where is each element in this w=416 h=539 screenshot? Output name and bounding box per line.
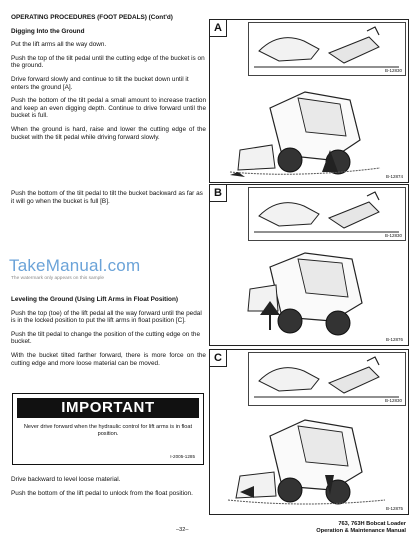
digging-paragraph: When the ground is hard, raise and lower… (11, 125, 206, 141)
loader-illustration-icon (227, 419, 386, 505)
figure-b: B B-12830 B-12876 (209, 184, 409, 346)
watermark-subtitle: The watermark only appears on this sampl… (11, 276, 105, 281)
figure-a: A B-12830 B-12874 (209, 19, 409, 183)
loader-illustration-icon (229, 91, 381, 177)
pedal-inset: B-12830 (248, 187, 406, 241)
page-number: –32– (176, 527, 189, 533)
closing-paragraph: Drive backward to level loose material. (11, 476, 121, 483)
inset-code: B-12830 (384, 398, 402, 403)
closing-section: Drive backward to level loose material. … (11, 476, 206, 497)
important-label: IMPORTANT (17, 398, 199, 418)
pedal-inset: B-12830 (248, 22, 406, 76)
figure-code: B-12876 (385, 337, 403, 342)
pedal-inset: B-12830 (248, 352, 406, 406)
leveling-paragraph: Push the top (toe) of the lift pedal all… (11, 309, 202, 325)
page-header: OPERATING PROCEDURES (FOOT PEDALS) (Cont… (11, 14, 173, 21)
loader-illustration-icon (247, 252, 363, 336)
important-text: Never drive forward when the hydraulic c… (23, 424, 193, 437)
leveling-paragraph: Push the tilt pedal to change the positi… (11, 330, 201, 346)
pedal-illustration-icon (254, 26, 399, 68)
figure-c: C B-12830 B-12875 (209, 349, 409, 515)
digging-subtitle: Digging Into the Ground (11, 27, 85, 35)
inset-code: B-12830 (384, 68, 402, 73)
backward-paragraph: Push the bottom of the tilt pedal to til… (11, 190, 203, 205)
important-code: I-2005-1285 (170, 454, 195, 459)
footer-title: 763, 763H Bobcat Loader Operation & Main… (316, 521, 406, 535)
digging-paragraph: Put the lift arms all the way down. (11, 41, 107, 49)
figure-letter: B (210, 185, 227, 202)
figure-code: B-12874 (385, 174, 403, 179)
figure-letter: A (210, 20, 227, 37)
figure-code: B-12875 (385, 506, 403, 511)
digging-paragraph: Drive forward slowly and continue to til… (11, 75, 189, 91)
leveling-paragraph: With the bucket tilted farther forward, … (11, 351, 206, 367)
leveling-section: Leveling the Ground (Using Lift Arms in … (11, 296, 206, 367)
leveling-subtitle: Leveling the Ground (Using Lift Arms in … (11, 296, 178, 303)
closing-paragraph: Push the bottom of the lift pedal to unl… (11, 489, 193, 497)
footer-title-line2: Operation & Maintenance Manual (316, 528, 406, 534)
inset-code: B-12830 (384, 233, 402, 238)
figure-letter: C (210, 350, 227, 367)
important-notice: IMPORTANT Never drive forward when the h… (12, 393, 204, 465)
digging-paragraph: Push the bottom of the tilt pedal a smal… (11, 97, 206, 120)
pedal-illustration-icon (254, 191, 399, 233)
digging-paragraph: Push the top of the tilt pedal until the… (11, 54, 205, 70)
digging-section: OPERATING PROCEDURES (FOOT PEDALS) (Cont… (11, 14, 206, 147)
watermark-title: TakeManual.com (9, 256, 141, 275)
pedal-illustration-icon (254, 356, 399, 398)
footer-title-line1: 763, 763H Bobcat Loader (338, 521, 406, 527)
